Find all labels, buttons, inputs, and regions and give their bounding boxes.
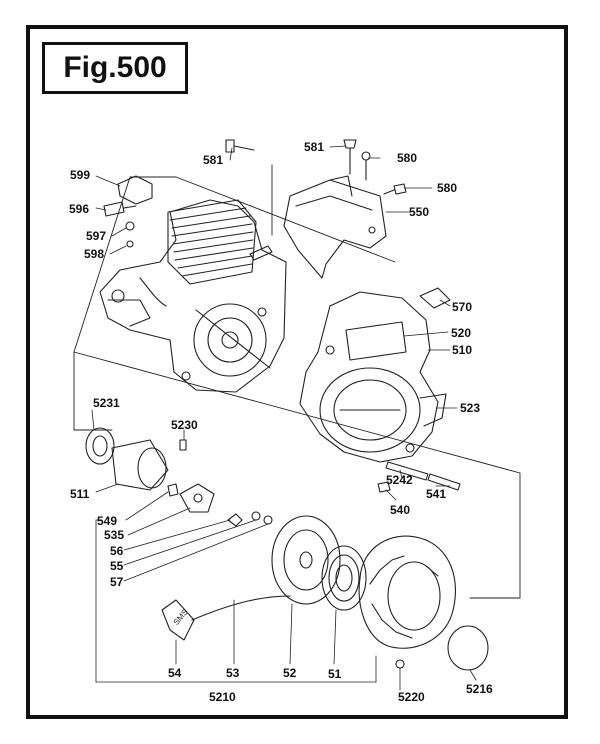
top-shroud — [283, 175, 387, 279]
figure-title-box: Fig.500 — [42, 42, 188, 94]
label-549: 549 — [97, 514, 118, 528]
label-5216: 5216 — [466, 682, 493, 696]
label-5242: 5242 — [386, 473, 413, 487]
label-570: 570 — [452, 300, 473, 314]
label-580-top: 580 — [397, 151, 418, 165]
label-57: 57 — [110, 575, 124, 589]
small-plate — [419, 287, 451, 309]
leader-lines — [91, 145, 477, 691]
label-53: 53 — [226, 666, 240, 680]
label-5210: 5210 — [209, 690, 236, 704]
label-511: 511 — [70, 487, 90, 501]
top-bolts — [225, 139, 407, 195]
label-55: 55 — [110, 559, 124, 573]
label-5231: 5231 — [93, 396, 120, 410]
label-596: 596 — [69, 202, 90, 216]
engine-block — [99, 199, 287, 393]
label-52: 52 — [283, 666, 297, 680]
label-54: 54 — [168, 666, 182, 680]
label-581-left: 581 — [203, 153, 224, 167]
label-540: 540 — [390, 503, 411, 517]
fan-housing — [299, 291, 447, 463]
label-5220: 5220 — [398, 690, 425, 704]
label-580-side: 580 — [437, 181, 458, 195]
label-597: 597 — [86, 229, 107, 243]
label-523: 523 — [460, 401, 481, 415]
label-581-right: 581 — [304, 140, 325, 154]
handle-text: SMS — [172, 608, 190, 627]
label-56: 56 — [110, 544, 124, 558]
label-5230: 5230 — [171, 418, 198, 432]
bracket-and-bolts — [103, 175, 153, 248]
label-598: 598 — [84, 247, 105, 261]
starter-parts — [85, 427, 489, 671]
label-520: 520 — [451, 326, 472, 340]
label-510: 510 — [452, 343, 473, 357]
label-51: 51 — [328, 667, 342, 681]
figure-title: Fig.500 — [63, 51, 167, 84]
label-541: 541 — [426, 487, 447, 501]
label-599: 599 — [70, 168, 91, 182]
label-535: 535 — [104, 528, 125, 542]
label-550: 550 — [409, 205, 430, 219]
figure-frame — [26, 25, 568, 719]
